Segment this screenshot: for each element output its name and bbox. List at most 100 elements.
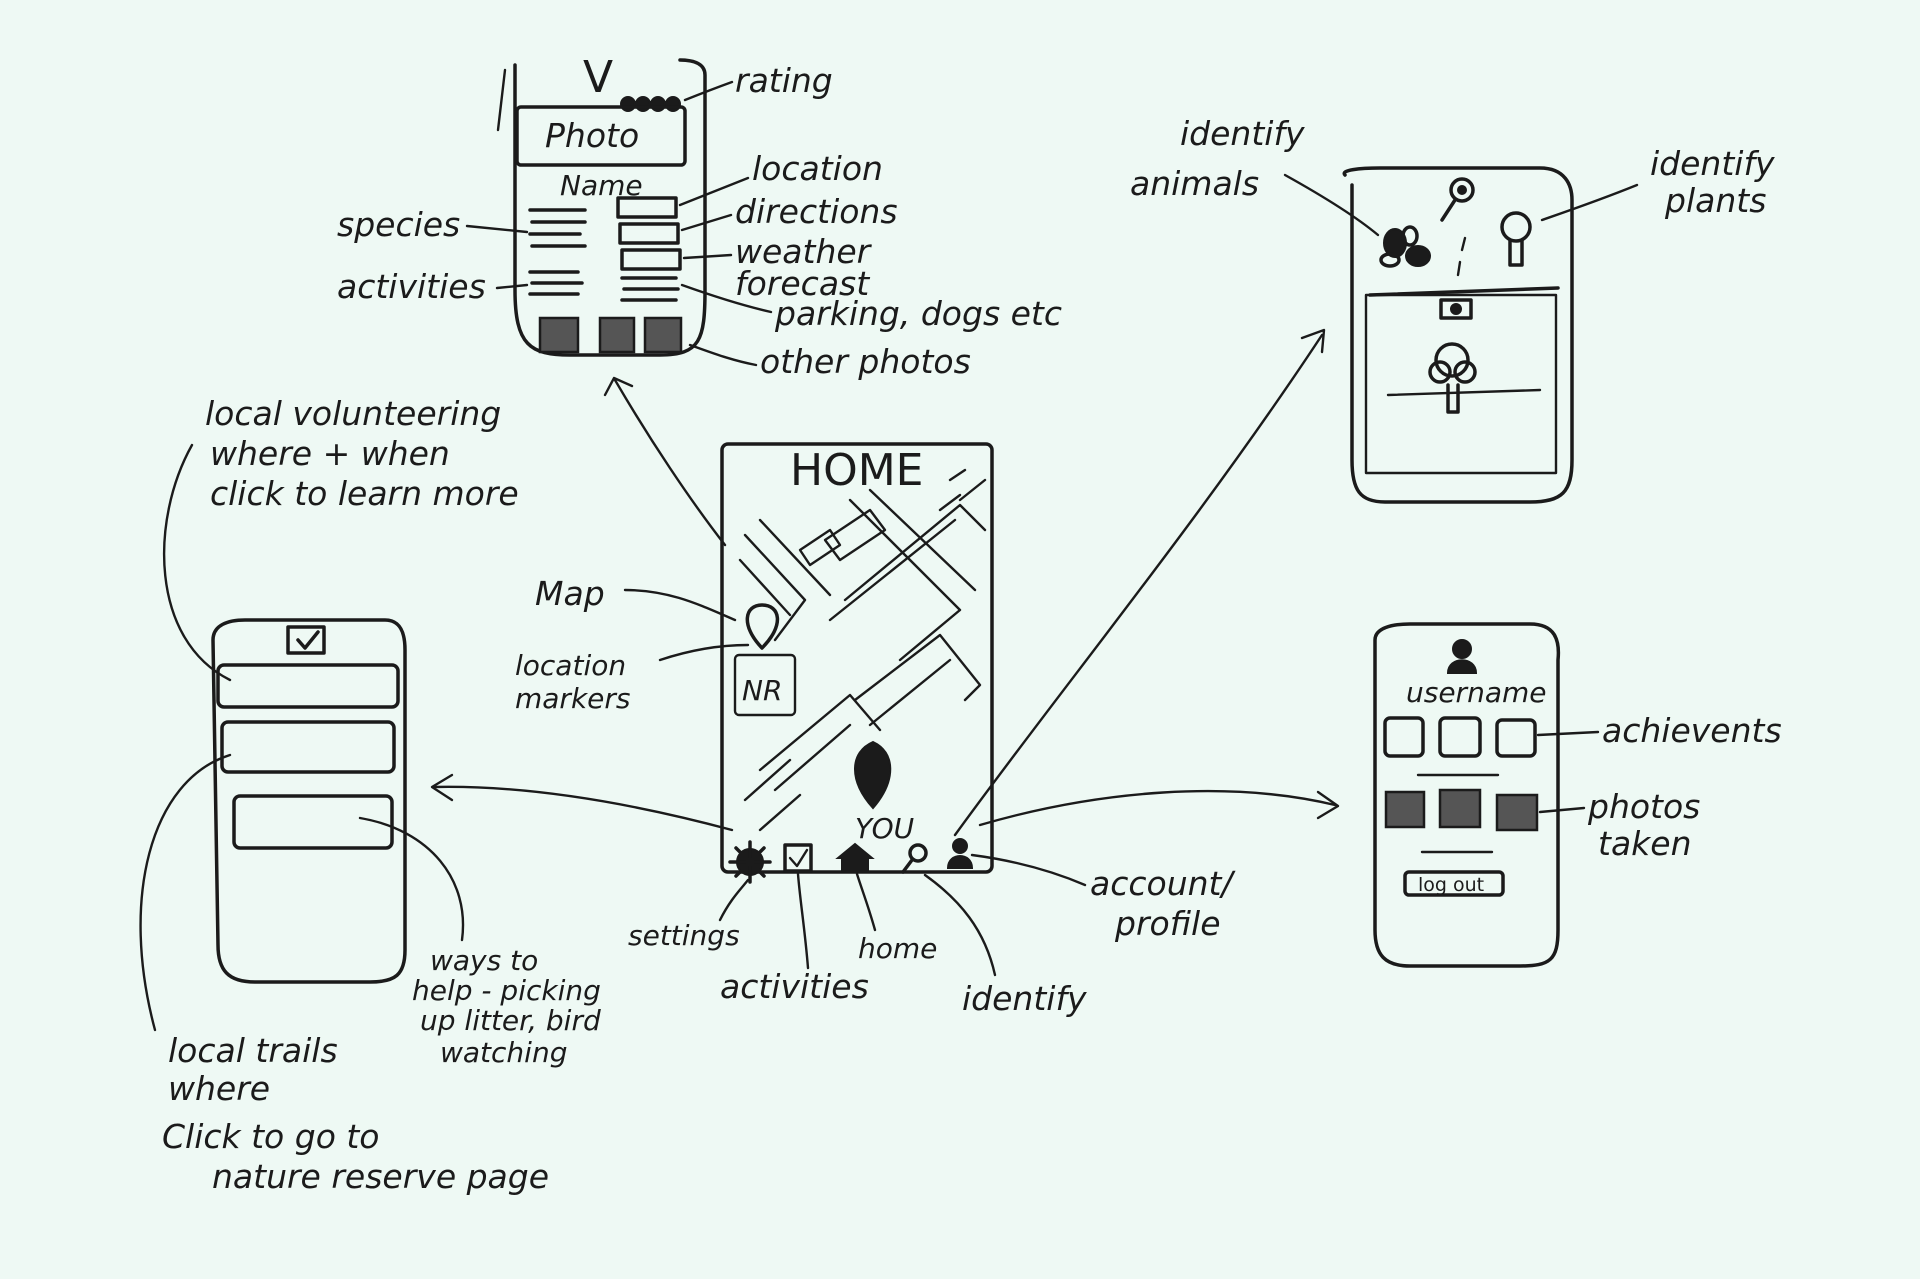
other-photo-2[interactable]: [598, 316, 636, 354]
label-ways-2: help - picking: [412, 974, 601, 1007]
bottom-nav-bar: [728, 838, 974, 884]
rating-dots: [620, 96, 681, 112]
profile-leader-line: [970, 853, 1087, 887]
marker-nr-label: NR: [742, 674, 782, 707]
directions-box[interactable]: [618, 222, 680, 245]
camera-view-frame: [1364, 293, 1558, 475]
profile-page-screen: username log out: [1373, 622, 1561, 968]
location-marker-nr[interactable]: NR: [733, 603, 797, 717]
home-screen: HOME NR YOU: [720, 442, 994, 884]
label-ways-1: ways to: [430, 944, 538, 977]
label-account-profile-1: account/: [1090, 864, 1236, 903]
label-other-photos: other photos: [760, 342, 971, 381]
label-location: location: [752, 149, 883, 188]
map-area: [738, 468, 987, 832]
reserve-page-screen: V Photo Name: [496, 52, 707, 357]
label-trails-3: Click to go to: [162, 1117, 380, 1156]
username-label: username: [1406, 676, 1546, 709]
label-ways-3: up litter, bird: [420, 1004, 601, 1037]
you-label: YOU: [855, 812, 914, 845]
other-photo-3[interactable]: [643, 316, 683, 354]
label-volunteering-3: click to learn more: [210, 474, 519, 513]
photo-placeholder: [515, 105, 687, 167]
label-photos-taken-2: taken: [1598, 824, 1692, 863]
activities-leader-line: [796, 872, 810, 970]
label-volunteering-1: local volunteering: [205, 394, 501, 433]
animal-bee-icon[interactable]: [1379, 225, 1431, 268]
weather-box: [620, 248, 682, 271]
label-identify-plants-1: identify: [1650, 144, 1775, 183]
other-photo-1[interactable]: [538, 316, 580, 354]
label-weather-1: weather: [735, 232, 873, 271]
identify-leader-line: [923, 873, 997, 977]
label-trails-4: nature reserve page: [212, 1157, 549, 1196]
reserve-header: V: [583, 52, 613, 103]
flow-arrows: [430, 328, 1340, 837]
species-lines: [528, 208, 587, 248]
ways-to-help-card[interactable]: [232, 794, 394, 850]
map-leader-line: [623, 588, 737, 622]
camera-icon[interactable]: [1439, 298, 1473, 320]
logout-button[interactable]: [1403, 870, 1505, 897]
activities-phone-frame: [211, 618, 407, 984]
activities-header-checkbox-icon: [286, 625, 326, 655]
label-trails-2: where: [168, 1069, 270, 1108]
arrow-to-identify-page: [953, 333, 1324, 837]
photo-taken-2[interactable]: [1438, 788, 1482, 829]
settings-gear-icon[interactable]: [728, 840, 772, 884]
identify-key-icon: [1440, 177, 1475, 222]
label-directions: directions: [735, 192, 898, 231]
label-trails-1: local trails: [168, 1031, 338, 1070]
info-lines: [620, 276, 680, 302]
activities-lines: [528, 270, 584, 296]
achievement-slot-2[interactable]: [1438, 716, 1482, 758]
label-ways-4: watching: [440, 1036, 567, 1069]
markers-leader-line: [658, 643, 750, 662]
location-box[interactable]: [616, 196, 678, 219]
label-volunteering-2: where + when: [210, 434, 450, 473]
label-activities: activities: [720, 967, 869, 1006]
label-identify-animals-2: animals: [1130, 164, 1259, 203]
label-identify-plants-2: plants: [1664, 181, 1766, 220]
photo-label: Photo: [545, 116, 639, 155]
label-location-markers-1: location: [515, 649, 626, 682]
identify-page-screen: [1342, 166, 1574, 504]
volunteering-card[interactable]: [216, 663, 400, 709]
label-location-markers-2: markers: [515, 682, 631, 715]
profile-avatar-icon: [1446, 639, 1478, 674]
arrow-to-profile-page: [978, 789, 1337, 827]
profile-phone-frame: [1373, 622, 1561, 968]
label-reserve-activities: activities: [337, 267, 486, 306]
settings-leader-line: [718, 878, 750, 922]
home-title: HOME: [790, 445, 923, 496]
camera-tree-subject-icon: [1386, 342, 1542, 414]
photo-taken-1[interactable]: [1384, 790, 1426, 829]
label-map: Map: [535, 574, 605, 613]
logout-label: log out: [1418, 874, 1484, 896]
label-achievements: achievents: [1602, 711, 1782, 750]
profile-person-icon[interactable]: [946, 838, 974, 869]
photo-taken-3[interactable]: [1495, 793, 1539, 832]
trails-card[interactable]: [220, 720, 396, 774]
label-rating: rating: [735, 61, 833, 100]
activities-page-screen: [211, 618, 407, 984]
plant-tree-icon[interactable]: [1500, 211, 1532, 267]
label-species: species: [337, 205, 460, 244]
label-account-profile-2: profile: [1114, 904, 1221, 943]
label-settings: settings: [628, 919, 740, 952]
arrow-to-reserve-page: [613, 378, 727, 547]
home-house-icon[interactable]: [835, 842, 875, 873]
label-parking: parking, dogs etc: [774, 294, 1062, 333]
reserve-phone-frame: [513, 58, 707, 357]
label-weather-2: forecast: [735, 264, 870, 303]
arrow-to-activities-page: [431, 785, 734, 832]
achievement-slot-3[interactable]: [1495, 718, 1537, 758]
achievement-slot-1[interactable]: [1383, 716, 1425, 758]
you-marker: YOU: [854, 740, 914, 845]
activities-checkbox-icon[interactable]: [783, 843, 813, 873]
label-photos-taken-1: photos: [1587, 787, 1700, 826]
label-home: home: [858, 932, 937, 965]
identify-phone-frame: [1342, 166, 1574, 504]
identify-search-icon[interactable]: [901, 843, 928, 874]
